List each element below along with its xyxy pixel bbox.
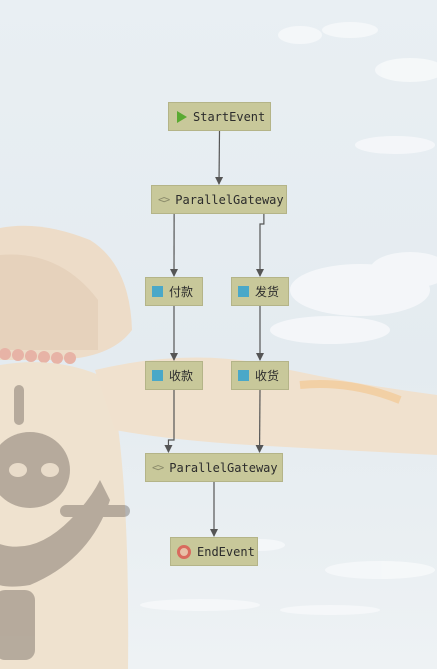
task-icon	[152, 286, 163, 297]
end-event-label: EndEvent	[197, 544, 255, 559]
gateway-icon: <>	[152, 461, 164, 474]
end-event-icon	[177, 544, 191, 559]
edge-gw1-to-ship	[256, 214, 265, 277]
task-icon	[238, 286, 249, 297]
gateway-icon: <>	[158, 193, 170, 206]
start-event-node[interactable]: StartEvent	[168, 102, 271, 131]
parallel-gateway-label: ParallelGateway	[169, 460, 278, 475]
task-node-pay[interactable]: 付款	[145, 277, 203, 306]
task-label: 收货	[255, 369, 280, 383]
task-icon	[238, 370, 249, 381]
end-event-node[interactable]: EndEvent	[170, 537, 258, 566]
play-icon	[177, 110, 187, 123]
parallel-gateway-split-node[interactable]: <> ParallelGateway	[151, 185, 287, 214]
task-label: 收款	[169, 369, 194, 383]
task-label: 付款	[169, 285, 194, 299]
parallel-gateway-label: ParallelGateway	[175, 192, 284, 207]
task-node-ship[interactable]: 发货	[231, 277, 289, 306]
task-icon	[152, 370, 163, 381]
edge-collect-to-gw2	[164, 390, 175, 453]
edge-start-to-gw1	[215, 130, 224, 185]
start-event-label: StartEvent	[193, 109, 266, 124]
task-label: 发货	[255, 285, 280, 299]
task-node-collect[interactable]: 收款	[145, 361, 203, 390]
task-node-receive[interactable]: 收货	[231, 361, 289, 390]
parallel-gateway-join-node[interactable]: <> ParallelGateway	[145, 453, 283, 482]
